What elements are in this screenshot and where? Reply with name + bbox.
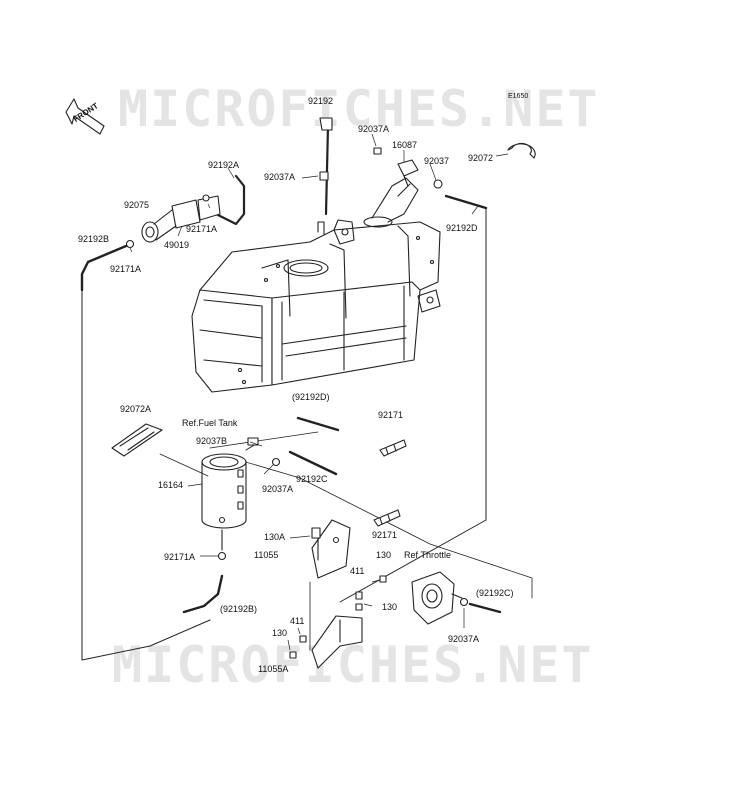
part-label-411-right: 411 xyxy=(350,566,365,576)
part-label-92075: 92075 xyxy=(124,200,150,210)
fuel-tank xyxy=(191,177,441,393)
part-label-92037a: 92037A xyxy=(358,124,390,134)
part-label-92037a-left: 92037A xyxy=(264,172,296,182)
part-label-92037a-mid: 92037A xyxy=(262,484,294,494)
part-label-16164: 16164 xyxy=(158,480,184,490)
part-label-92171-top: 92171 xyxy=(378,410,404,420)
front-arrow-icon xyxy=(65,98,105,135)
part-label-92072: 92072 xyxy=(468,153,494,163)
part-label-130a: 130A xyxy=(264,532,286,542)
watermark-bottom: MICROFICHES.NET xyxy=(112,636,594,694)
part-label-ref-fuel-tank: Ref.Fuel Tank xyxy=(182,418,238,428)
part-label-92192d-paren: (92192D) xyxy=(292,392,330,402)
part-label-16087: 16087 xyxy=(392,140,418,150)
part-label-11055a: 11055A xyxy=(258,664,289,674)
canister xyxy=(201,453,247,551)
part-label-11055: 11055 xyxy=(254,550,279,560)
part-label-92037a-bottom: 92037A xyxy=(448,634,480,644)
part-label-92192b-paren: (92192B) xyxy=(220,604,258,614)
part-label-92171a-left: 92171A xyxy=(110,264,142,274)
part-label-92192b: 92192B xyxy=(78,234,110,244)
part-label-ref-throttle: Ref.Throttle xyxy=(404,550,452,560)
part-label-92072a: 92072A xyxy=(120,404,152,414)
part-label-92192c: 92192C xyxy=(296,474,328,484)
watermark-top: MICROFICHES.NET xyxy=(118,80,600,138)
part-label-92192: 92192 xyxy=(308,96,334,106)
part-label-92171a-bottom: 92171A xyxy=(164,552,196,562)
part-label-92171-mid: 92171 xyxy=(372,530,398,540)
part-label-92037: 92037 xyxy=(424,156,450,166)
part-label-49019: 49019 xyxy=(164,240,190,250)
diagram-code: E1650 xyxy=(508,93,529,100)
part-label-411-left: 411 xyxy=(290,616,305,626)
part-label-92037b: 92037B xyxy=(196,436,228,446)
part-label-130-right: 130 xyxy=(376,550,392,560)
part-label-130-bracket: 130 xyxy=(382,602,398,612)
part-label-92192a: 92192A xyxy=(208,160,240,170)
part-label-92192c-paren: (92192C) xyxy=(476,588,514,598)
part-label-92192d: 92192D xyxy=(446,223,478,233)
part-label-130-left: 130 xyxy=(272,628,288,638)
part-label-92171a-top: 92171A xyxy=(186,224,218,234)
